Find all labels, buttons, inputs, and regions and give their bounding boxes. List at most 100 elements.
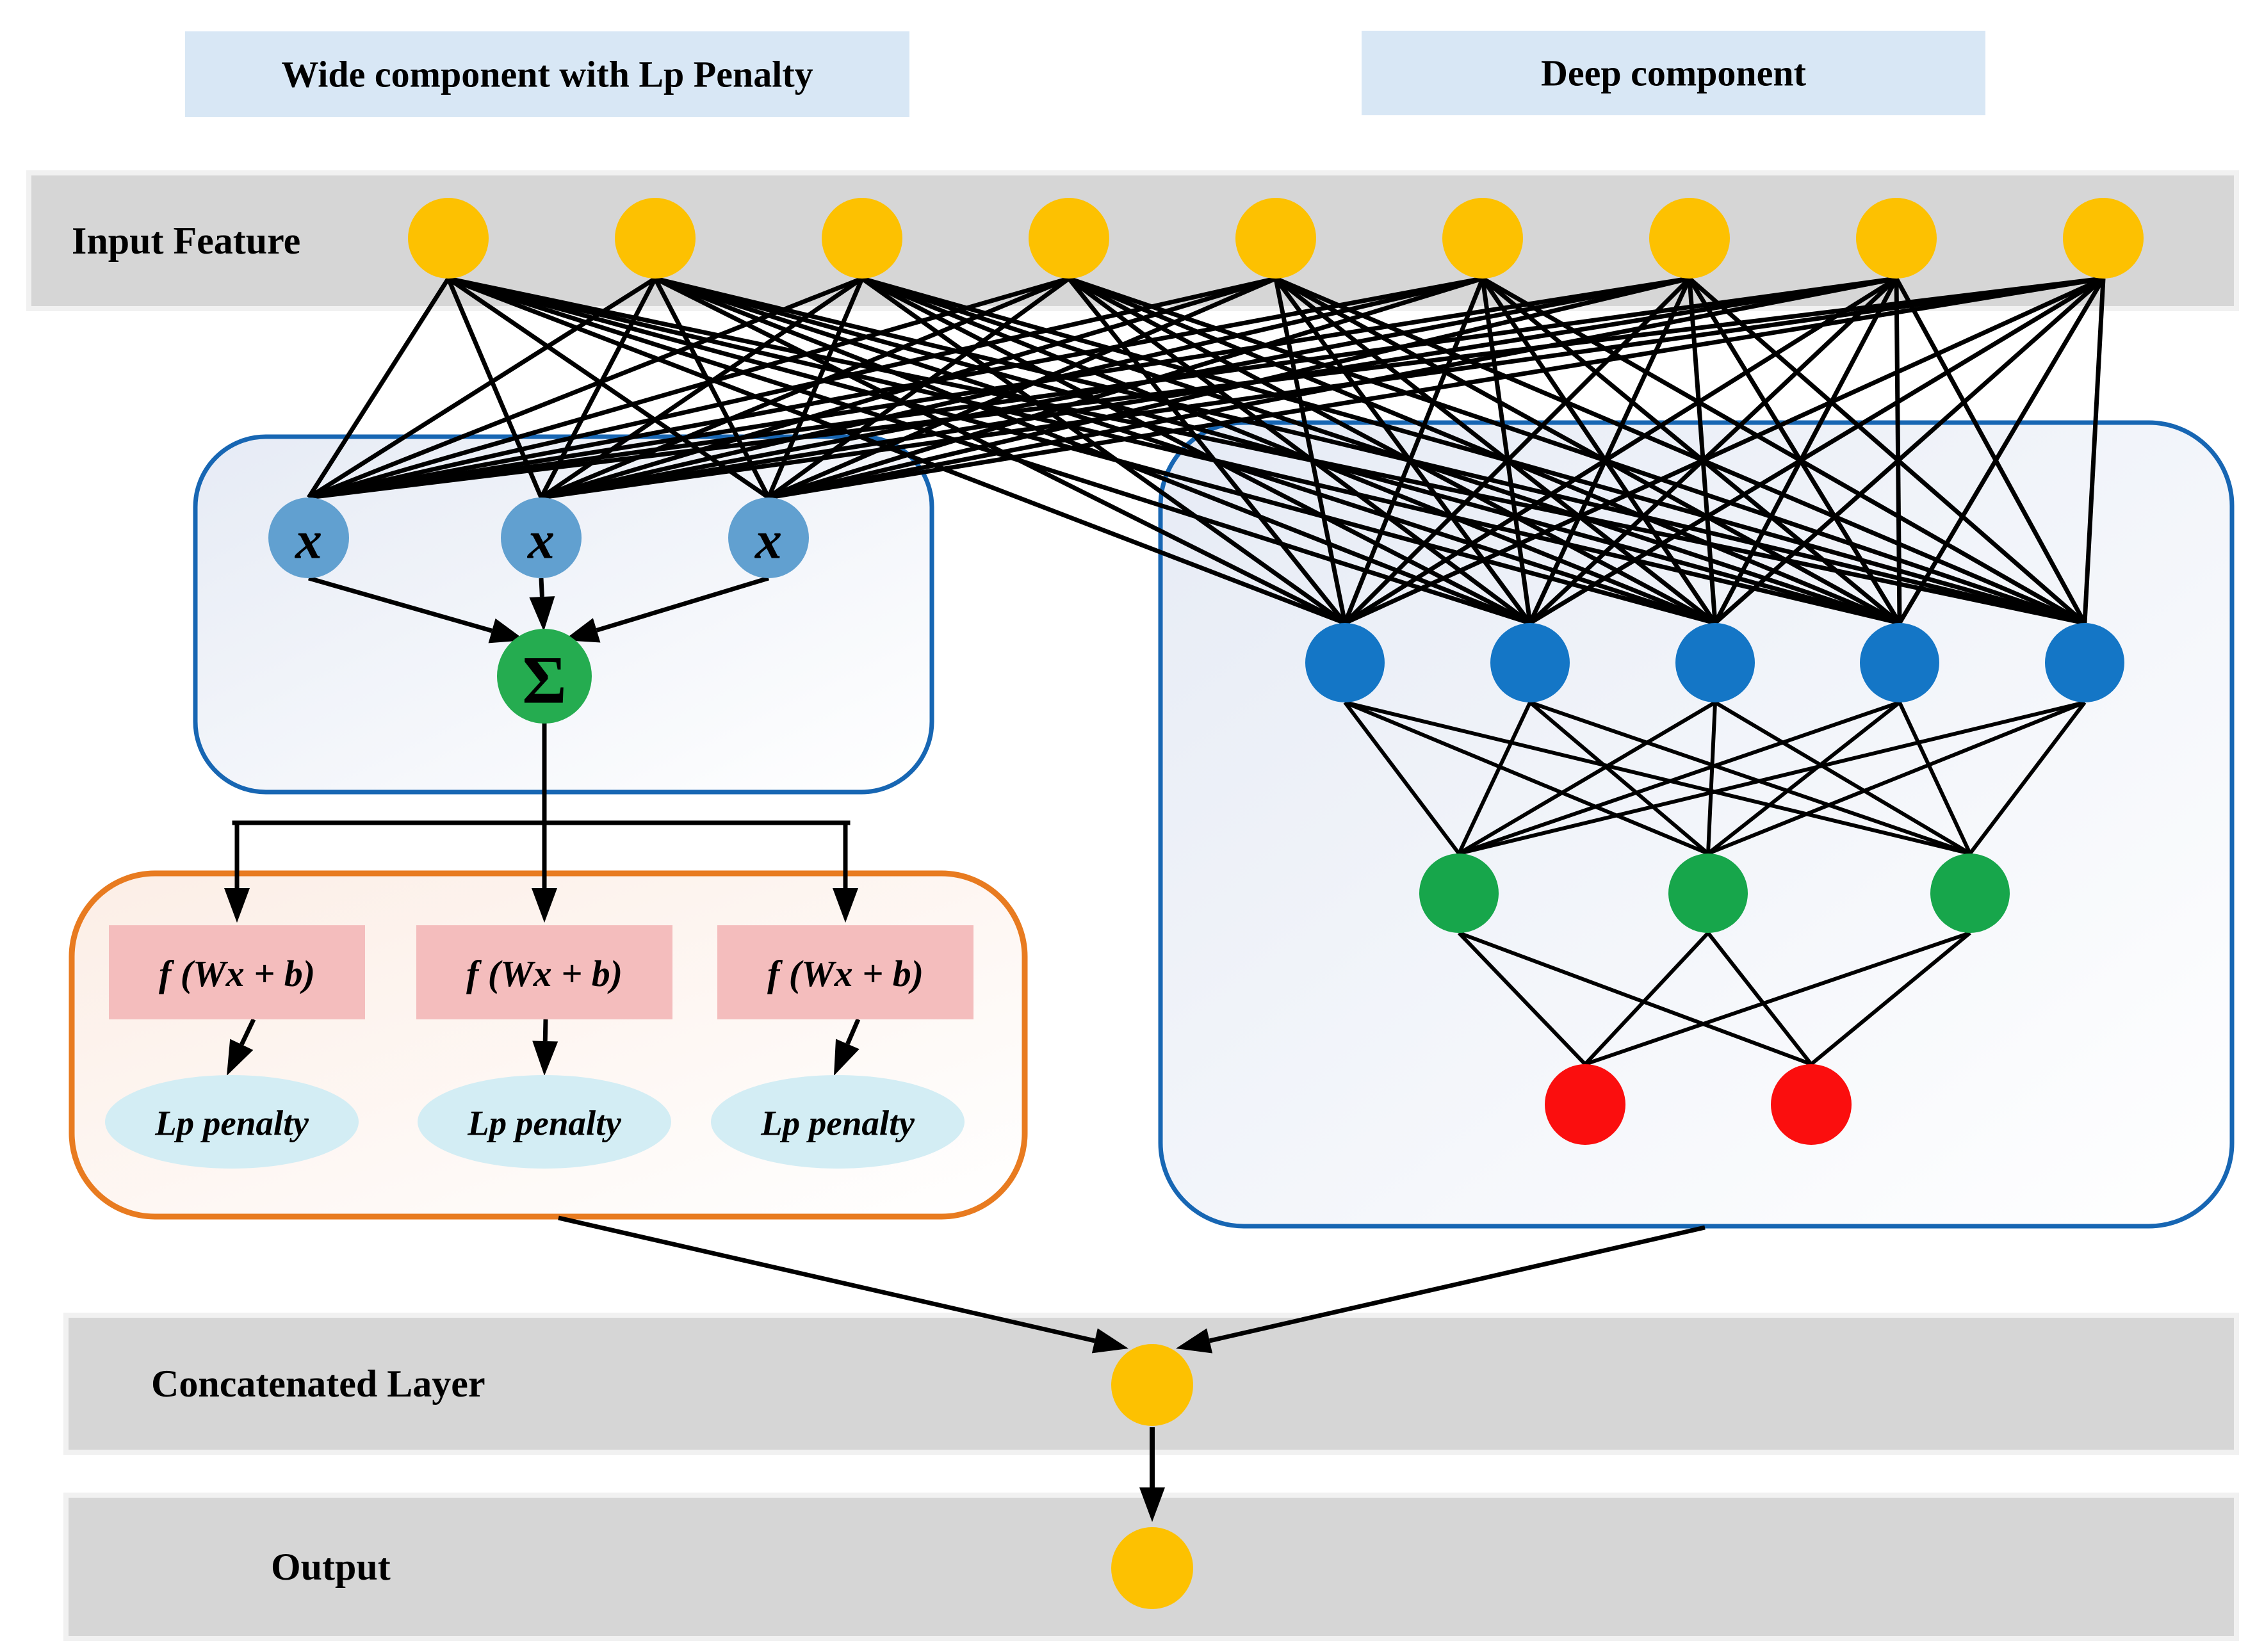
edge-input_nodes-to-deep_hidden1 (1528, 277, 1898, 625)
arrow-head (227, 1039, 254, 1076)
arrow-shaft (539, 578, 544, 597)
edge-deep_hidden1-to-deep_hidden2 (1529, 700, 1709, 855)
edge-input_nodes-to-wide_x_nodes (307, 277, 450, 499)
arrow-head (1139, 1487, 1165, 1522)
edge-input_nodes-to-deep_hidden1 (1067, 277, 1347, 625)
formula-box (109, 925, 365, 1019)
concatenated-layer-band-label: Concatenated Layer (151, 1363, 485, 1405)
input-feature-band-label: Input Feature (72, 220, 300, 262)
lp-penalty-ellipse (711, 1075, 965, 1169)
sigma-node-label: Σ (522, 643, 566, 718)
wide-header-label: Wide component with Lp Penalty (281, 54, 813, 95)
edge-input_nodes-to-deep_hidden1 (1894, 278, 1902, 624)
edge-input_nodes-to-deep_hidden1 (448, 276, 2085, 626)
deep-header (1362, 31, 1985, 115)
arrow-shaft (596, 576, 770, 633)
edge-input_nodes-to-wide_x_nodes (540, 276, 1070, 500)
input-node (1649, 198, 1730, 279)
arrow-head (532, 888, 557, 923)
edge-deep_hidden2-to-deep_output (1706, 932, 1813, 1065)
edge-deep_hidden1-to-deep_hidden2 (1458, 700, 2085, 855)
edge-input_nodes-to-deep_hidden1 (1343, 277, 1691, 625)
edge-input_nodes-to-deep_hidden1 (1273, 278, 1348, 624)
formula-box-label: f (Wx + b) (466, 953, 623, 994)
lp-penalty-ellipse (105, 1075, 359, 1169)
arrow-shaft (542, 1019, 548, 1042)
arrow-head (833, 888, 858, 923)
edge-input_nodes-to-wide_x_nodes (653, 277, 771, 499)
edge-input_nodes-to-deep_hidden1 (1068, 276, 2086, 626)
edge-input_nodes-to-deep_hidden1 (448, 276, 1900, 626)
formula-box-label: f (Wx + b) (767, 953, 924, 994)
wide-x-node (728, 498, 809, 578)
sigma-node (497, 629, 592, 724)
edge-input_nodes-to-deep_hidden1 (861, 276, 2085, 626)
arrow-shaft (558, 1215, 1096, 1343)
edge-input_nodes-to-wide_x_nodes (767, 276, 1277, 500)
input-node (822, 198, 902, 279)
edge-input_nodes-to-deep_hidden1 (1529, 277, 2105, 625)
lp-penalty-ellipse-label: Lp penalty (154, 1104, 309, 1143)
edge-input_nodes-to-wide_x_nodes (766, 277, 865, 499)
output-node (1111, 1527, 1193, 1609)
edge-input_nodes-to-wide_x_nodes (308, 276, 1483, 500)
edge-input_nodes-to-deep_hidden1 (1068, 276, 1716, 626)
edge-input_nodes-to-deep_hidden1 (447, 276, 1346, 626)
input-node (615, 198, 696, 279)
input-node (1029, 198, 1109, 279)
edge-input_nodes-to-deep_hidden1 (861, 276, 1901, 626)
edge-input_nodes-to-deep_hidden1 (447, 276, 1531, 626)
deep-hidden1-node (1675, 623, 1755, 702)
edge-input_nodes-to-deep_hidden1 (1480, 278, 1533, 624)
arrow-head (532, 1041, 558, 1076)
edge-deep_hidden2-to-deep_output (1458, 931, 1812, 1066)
edge-input_nodes-to-wide_x_nodes (447, 277, 770, 499)
edge-deep_hidden1-to-deep_hidden2 (1458, 700, 1716, 855)
deep-output-node (1545, 1064, 1625, 1145)
edge-deep_hidden2-to-deep_output (1457, 931, 1587, 1066)
edge-deep_hidden2-to-deep_output (1810, 931, 1971, 1066)
edge-deep_hidden1-to-deep_hidden2 (1898, 701, 1972, 855)
edge-deep_hidden2-to-deep_output (1584, 931, 1971, 1066)
edge-input_nodes-to-deep_hidden1 (1067, 277, 1532, 625)
edge-deep_hidden1-to-deep_hidden2 (1707, 700, 1901, 855)
deep-hidden1-node (2045, 623, 2124, 702)
arrow-head (529, 596, 555, 631)
edge-input_nodes-to-deep_hidden1 (861, 276, 1531, 626)
lp-penalty-ellipse-label: Lp penalty (760, 1104, 915, 1143)
deep-header-label: Deep component (1541, 53, 1807, 94)
input-node (1856, 198, 1937, 279)
arrow-head (1176, 1328, 1213, 1354)
deep-hidden1-node (1305, 623, 1385, 702)
input-node (2063, 198, 2144, 279)
edge-input_nodes-to-deep_hidden1 (1342, 277, 1485, 624)
edge-input_nodes-to-wide_x_nodes (768, 276, 2104, 500)
wide-x-node-label: x (294, 511, 322, 571)
edge-input_nodes-to-deep_hidden1 (861, 276, 1716, 626)
edge-input_nodes-to-deep_hidden1 (655, 276, 2085, 626)
input-node (1235, 198, 1316, 279)
edge-input_nodes-to-deep_hidden1 (1344, 276, 2105, 626)
edge-input_nodes-to-deep_hidden1 (1275, 276, 2086, 626)
edge-input_nodes-to-deep_hidden1 (1713, 277, 1899, 624)
edge-input_nodes-to-deep_hidden1 (2082, 278, 2106, 624)
wide-x-node (268, 498, 349, 578)
edge-input_nodes-to-deep_hidden1 (1713, 277, 2105, 625)
lp-penalty-ellipse (418, 1075, 671, 1169)
edge-input_nodes-to-deep_hidden1 (1687, 278, 1718, 624)
edge-input_nodes-to-deep_hidden1 (655, 276, 1900, 626)
arrow-head (834, 1039, 859, 1076)
concat-node (1111, 1344, 1193, 1426)
edge-input_nodes-to-deep_hidden1 (1068, 276, 1901, 626)
wide-x-node (501, 498, 582, 578)
output-band-label: Output (271, 1546, 391, 1588)
arrow-head (224, 888, 250, 923)
edge-input_nodes-to-deep_hidden1 (448, 276, 1716, 626)
edge-input_nodes-to-deep_hidden1 (1274, 277, 1532, 625)
edge-deep_hidden1-to-deep_hidden2 (1458, 700, 1900, 855)
edge-input_nodes-to-deep_hidden1 (860, 277, 1347, 625)
deep-hidden1-node (1860, 623, 1939, 702)
edge-deep_hidden1-to-deep_hidden2 (1707, 700, 2086, 855)
input-node (408, 198, 489, 279)
arrow-shaft (308, 576, 493, 633)
